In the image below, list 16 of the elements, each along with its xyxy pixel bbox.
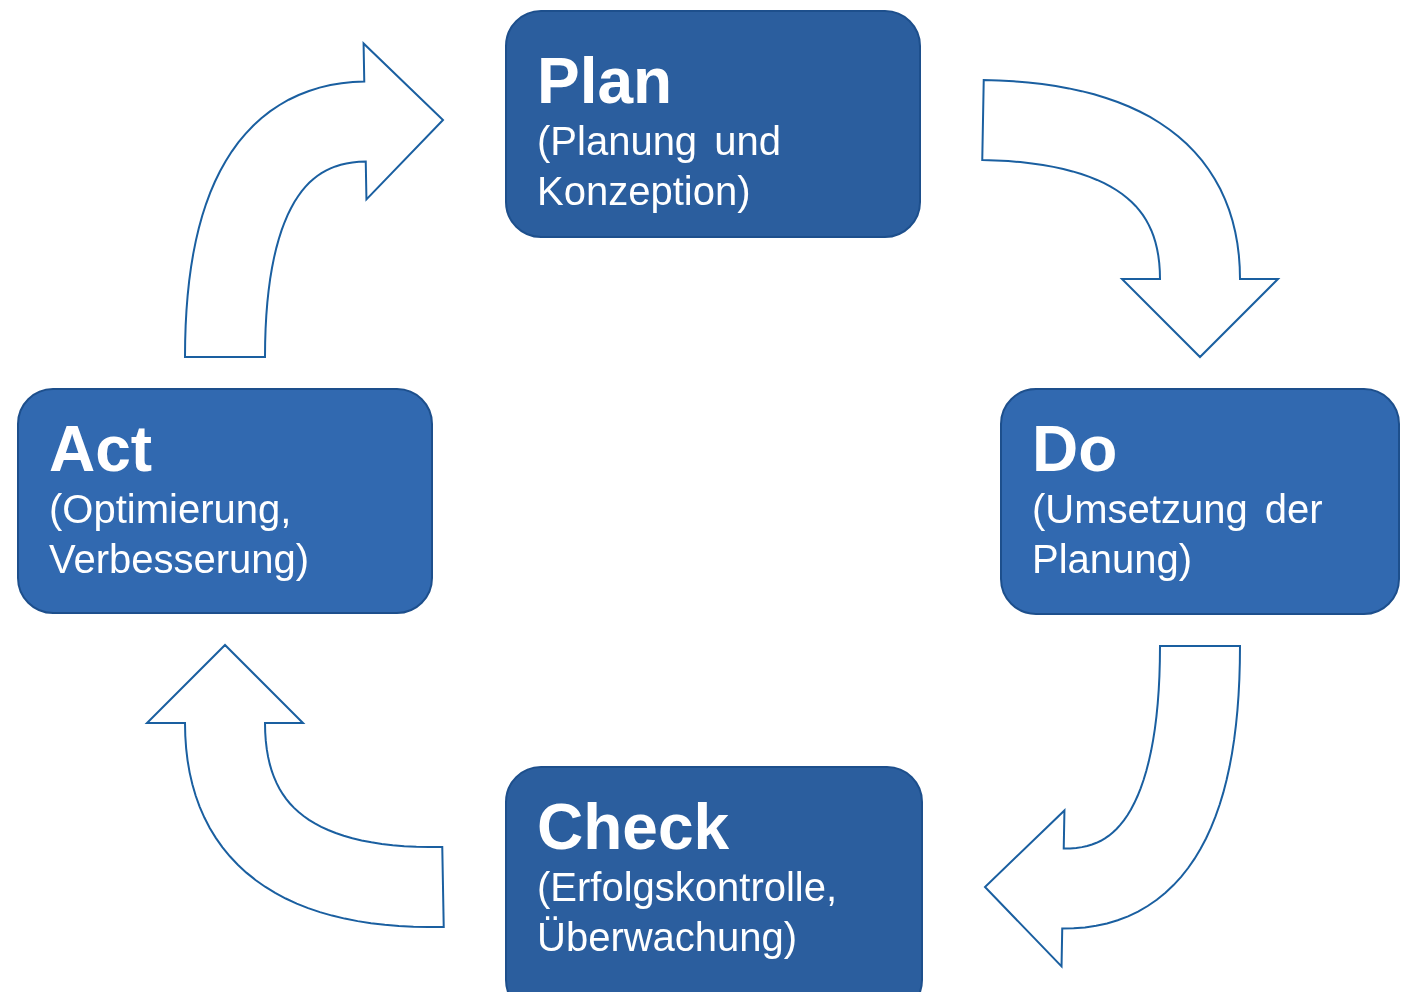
curved-block-arrow bbox=[144, 643, 445, 929]
curved-block-arrow bbox=[981, 78, 1281, 359]
stage-description: (Optimierung, Verbesserung) bbox=[49, 486, 311, 583]
stage-description: (Planung und Konzeption) bbox=[537, 118, 782, 215]
stage-description: (Erfolgskontrolle, Überwachung) bbox=[537, 864, 839, 961]
curved-block-arrow bbox=[983, 645, 1241, 969]
curved-block-arrow bbox=[184, 41, 445, 358]
stage-box bbox=[505, 766, 923, 992]
stage-title: Plan bbox=[537, 46, 673, 116]
stage-box bbox=[505, 10, 921, 238]
stage-title: Check bbox=[537, 792, 730, 862]
stage-title: Do bbox=[1032, 414, 1118, 484]
stage-title: Act bbox=[49, 414, 153, 484]
stage-box bbox=[17, 388, 433, 614]
stage-box bbox=[1000, 388, 1400, 615]
stage-description: (Umsetzung der Planung) bbox=[1032, 486, 1324, 583]
